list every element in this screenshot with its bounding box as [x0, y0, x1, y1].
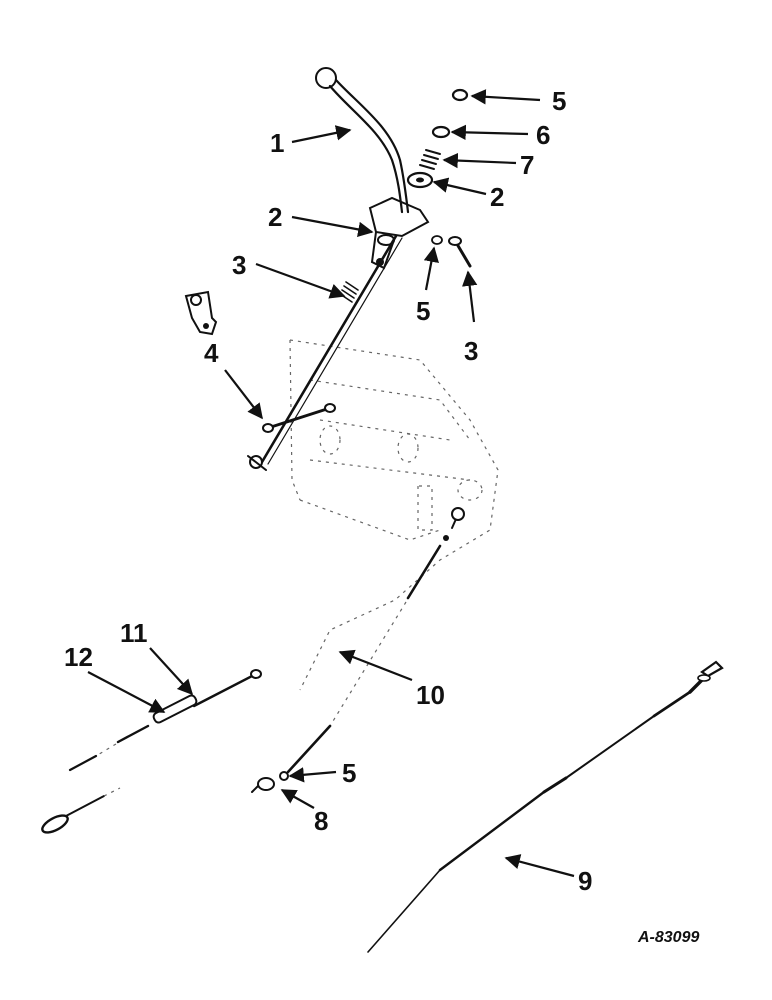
callout-6: 6 — [536, 120, 550, 150]
leader-arrows — [87, 89, 575, 878]
lever-bracket-part — [368, 196, 430, 270]
callout-3-left: 3 — [232, 250, 246, 280]
tube-assembly-part — [41, 669, 262, 834]
spring-part — [419, 149, 441, 170]
callout-5-bottom: 5 — [342, 758, 356, 788]
small-nut-part — [431, 235, 443, 245]
callout-2-right: 2 — [490, 182, 504, 212]
cross-pin-part — [262, 403, 336, 433]
callout-12: 12 — [64, 642, 93, 672]
callout-4: 4 — [204, 338, 219, 368]
washer-part — [431, 125, 451, 139]
link-rod-part — [286, 507, 465, 774]
callout-1: 1 — [270, 128, 284, 158]
callout-5-middle: 5 — [416, 296, 430, 326]
callout-10: 10 — [416, 680, 445, 710]
callout-11: 11 — [120, 618, 148, 648]
figure-number: A-83099 — [637, 929, 699, 946]
callout-labels: 1 2 2 3 3 4 5 5 5 6 7 8 9 10 11 12 — [64, 86, 592, 896]
callout-3-right: 3 — [464, 336, 478, 366]
callout-8: 8 — [314, 806, 328, 836]
nut-part — [451, 88, 469, 102]
callout-2-upper-left: 2 — [268, 202, 282, 232]
swivel-end-part — [251, 771, 289, 793]
callout-5-top: 5 — [552, 86, 566, 116]
control-rod-part — [247, 234, 403, 471]
callout-7: 7 — [520, 150, 534, 180]
callout-9: 9 — [578, 866, 592, 896]
clamp-bracket-part — [184, 290, 218, 336]
shift-lever-part — [315, 67, 410, 214]
engine-block-phantom-outline — [289, 339, 499, 691]
long-rod-part — [367, 660, 724, 953]
bolt-part — [448, 236, 472, 268]
cup-part — [406, 171, 434, 189]
